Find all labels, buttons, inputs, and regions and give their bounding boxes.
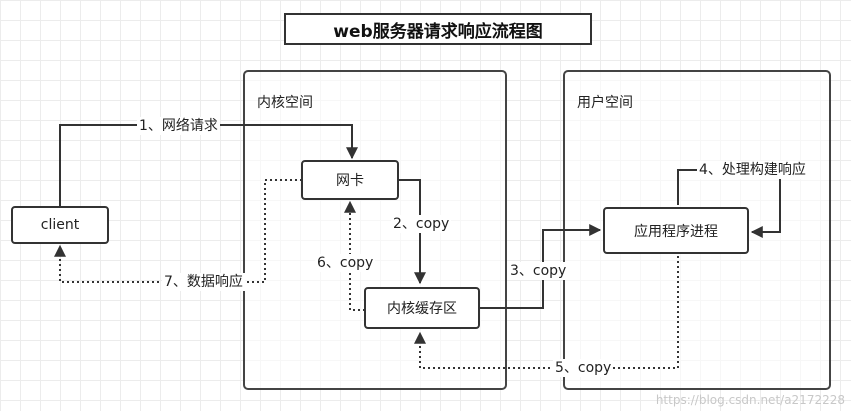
edge-6-copy [344,200,365,311]
edge-1-label: 1、网络请求 [137,117,220,135]
edge-2-copy [399,179,426,285]
user-space-label: 用户空间 [577,95,633,111]
diagram-title: web服务器请求响应流程图 [284,13,592,45]
kernel-buffer-node: 内核缓存区 [364,287,480,329]
watermark-text: https://blog.csdn.net/a2172228 [655,393,845,407]
nic-node: 网卡 [301,160,399,200]
edge-7-data-response [54,179,302,283]
edge-5-copy [414,256,679,369]
kernel-space-label: 内核空间 [257,95,313,111]
edge-5-label: 5、copy [553,359,614,377]
edge-2-label: 2、copy [391,215,452,233]
edge-7-label: 7、数据响应 [162,273,245,291]
edge-4-label: 4、处理构建响应 [697,161,808,179]
kernel-space-region [243,70,507,390]
edge-6-label: 6、copy [315,254,376,272]
edge-3-label: 3、copy [508,262,569,280]
client-node: client [11,206,109,244]
app-process-node: 应用程序进程 [603,207,749,254]
